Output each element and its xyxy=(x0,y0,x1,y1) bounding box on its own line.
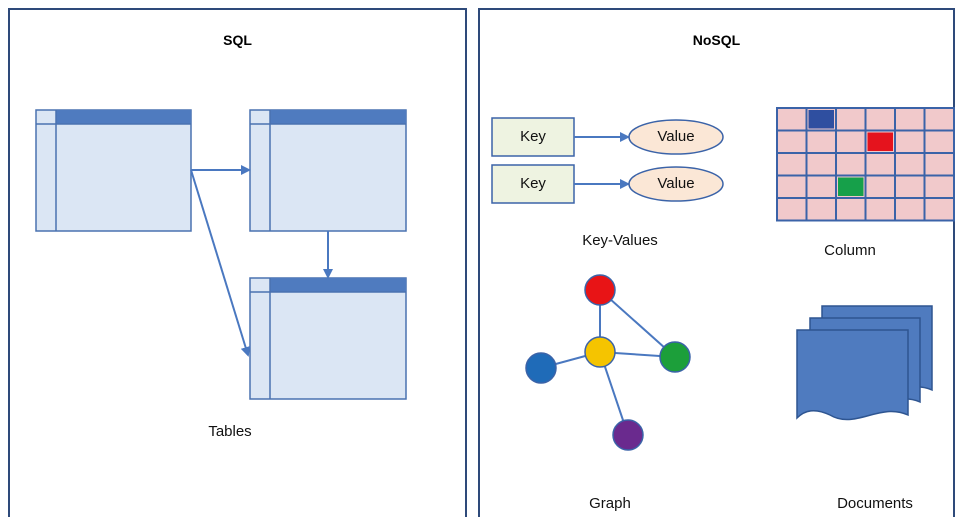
column-store-grid xyxy=(776,107,955,222)
sql-panel xyxy=(8,8,467,517)
key-label-2: Key xyxy=(520,175,546,192)
value-ellipse xyxy=(628,119,724,155)
value-label-2: Value xyxy=(657,175,695,192)
column-cell-green xyxy=(838,177,864,196)
table-1 xyxy=(35,109,192,232)
arrow-table1-to-table3 xyxy=(190,169,251,357)
key-label-1: Key xyxy=(520,128,546,145)
column-cell-red xyxy=(867,132,893,151)
graph-label: Graph xyxy=(589,495,631,512)
table-2 xyxy=(249,109,407,232)
nosql-panel xyxy=(478,8,955,517)
column-cell-blue xyxy=(808,110,834,129)
graph-node-purple xyxy=(612,419,644,451)
documents-icon xyxy=(796,305,933,421)
key-values-label: Key-Values xyxy=(582,232,658,249)
column-label: Column xyxy=(824,242,876,259)
graph-node-green xyxy=(659,341,691,373)
documents-label: Documents xyxy=(837,495,913,512)
key-value-pair-1 xyxy=(491,117,724,157)
tables-label: Tables xyxy=(208,423,252,440)
value-ellipse xyxy=(628,166,724,202)
nosql-title: NoSQL xyxy=(692,32,741,48)
key-value-pair-2 xyxy=(491,164,724,204)
key-box xyxy=(491,117,575,157)
graph-node-blue xyxy=(525,352,557,384)
table-3 xyxy=(249,277,407,400)
value-label-1: Value xyxy=(657,128,695,145)
graph-node-red xyxy=(584,274,616,306)
graph-node-yellow xyxy=(584,336,616,368)
sql-title: SQL xyxy=(223,32,252,48)
